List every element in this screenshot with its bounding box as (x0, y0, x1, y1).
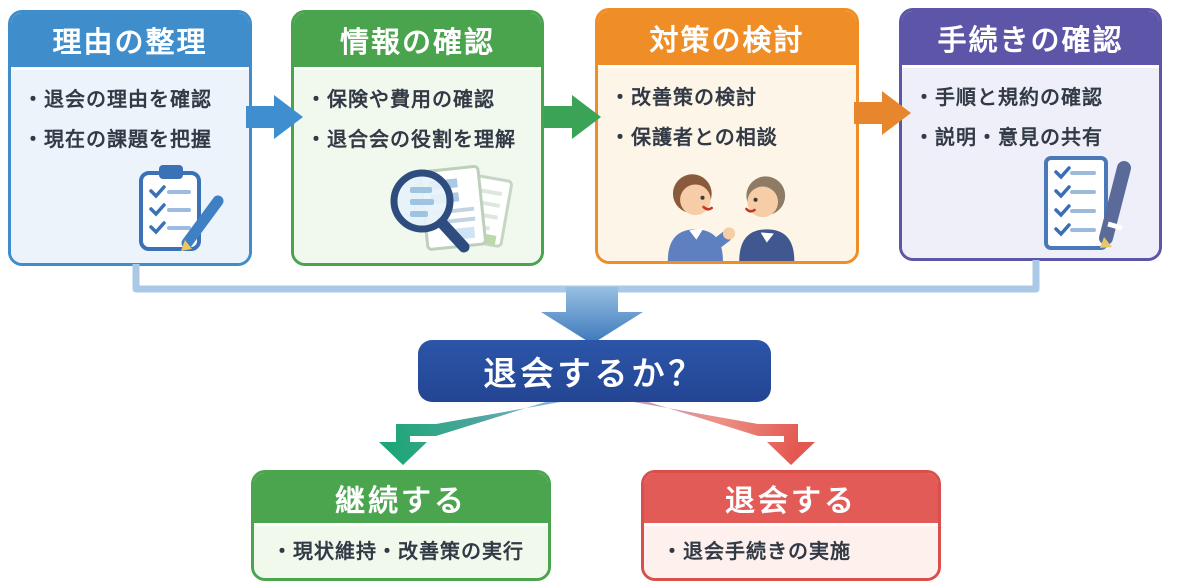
branch-arrow-continue (379, 400, 572, 465)
outcome-title: 退会する (725, 485, 857, 518)
step-title: 理由の整理 (52, 27, 208, 59)
step-body: ・手順と規約の確認 ・説明・意見の共有 (902, 68, 1159, 258)
step-header: 手続きの確認 (902, 11, 1159, 68)
outcome-bullet: ・退会手続きの実施 (662, 541, 851, 563)
decision-label: 退会するか？ (483, 355, 706, 392)
branch-arrow-withdraw (622, 400, 815, 465)
outcome-title: 継続する (335, 485, 467, 518)
merge-arrow (541, 287, 643, 344)
outcome-body: ・現状維持・改善策の実行 (254, 526, 548, 578)
step-header: 理由の整理 (11, 13, 249, 70)
outcome-header: 退会する (644, 473, 938, 526)
step-body: ・改善策の検討 ・保護者との相談 (598, 68, 856, 261)
conversation-icon (667, 174, 795, 261)
step-card-countermeasures: 対策の検討 ・改善策の検討 ・保護者との相談 (595, 8, 859, 264)
step-bullet: ・手順と規約の確認 (914, 87, 1103, 109)
collector-bracket (132, 260, 1040, 293)
step-card-reasons: 理由の整理 ・退会の理由を確認 ・現在の課題を把握 (8, 10, 252, 266)
step-bullet: ・保険や費用の確認 (306, 89, 495, 111)
step-bullet: ・現在の課題を把握 (23, 129, 212, 151)
step-card-information: 情報の確認 ・保険や費用の確認 ・退合会の役割を理解 (291, 10, 544, 266)
step-header: 情報の確認 (294, 13, 541, 70)
step-bullet: ・保護者との相談 (610, 127, 778, 149)
clipboard-check-icon (139, 165, 224, 251)
step-title: 対策の検討 (649, 25, 805, 57)
step-card-procedures: 手続きの確認 ・手順と規約の確認 ・説明・意見の共有 (899, 8, 1162, 261)
step-body: ・保険や費用の確認 ・退合会の役割を理解 (294, 70, 541, 263)
step-bullet: ・退会の理由を確認 (23, 89, 212, 111)
step-title: 情報の確認 (339, 27, 495, 59)
step-header: 対策の検討 (598, 11, 856, 68)
step-bullet: ・退合会の役割を理解 (306, 129, 516, 151)
step-arrow-2 (544, 95, 601, 139)
outcome-card-withdraw: 退会する ・退会手続きの実施 (641, 470, 941, 581)
step-body: ・退会の理由を確認 ・現在の課題を把握 (11, 70, 249, 263)
outcome-card-continue: 継続する ・現状維持・改善策の実行 (251, 470, 551, 581)
outcome-body: ・退会手続きの実施 (644, 526, 938, 578)
step-title: 手続きの確認 (937, 25, 1124, 57)
step-bullet: ・改善策の検討 (610, 87, 757, 109)
magnifier-documents-icon (390, 164, 513, 253)
checklist-pen-icon (1044, 156, 1131, 250)
outcome-header: 継続する (254, 473, 548, 526)
step-bullet: ・説明・意見の共有 (914, 127, 1103, 149)
outcome-bullet: ・現状維持・改善策の実行 (272, 541, 524, 563)
decision-box: 退会するか？ (418, 340, 771, 402)
